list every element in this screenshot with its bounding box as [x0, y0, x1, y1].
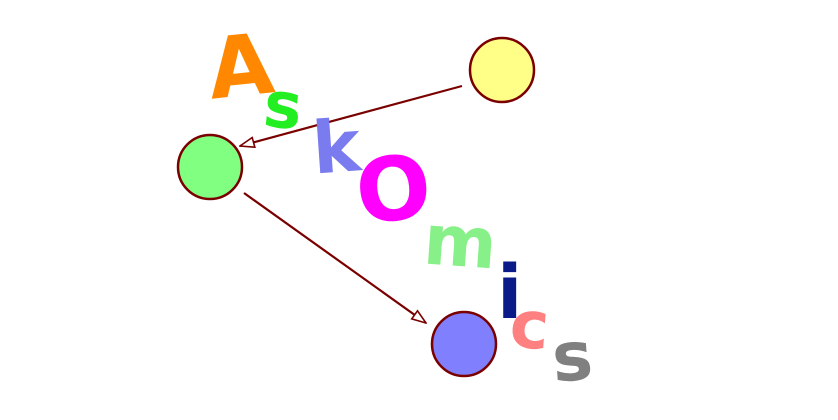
letter-c: c	[507, 286, 551, 366]
letter-m: m	[421, 199, 499, 286]
letter-s-2: s	[549, 317, 595, 399]
letter-a: A	[203, 14, 278, 118]
letter-o: O	[351, 134, 436, 244]
yellow-node	[468, 36, 536, 104]
edge-yellow-to-green	[240, 84, 463, 146]
letter-k: k	[310, 103, 366, 190]
edge-green-to-blue	[243, 192, 426, 323]
green-node	[176, 133, 244, 201]
letter-s-1: s	[260, 68, 306, 146]
blue-node	[430, 310, 498, 378]
letter-i: i	[497, 250, 522, 336]
